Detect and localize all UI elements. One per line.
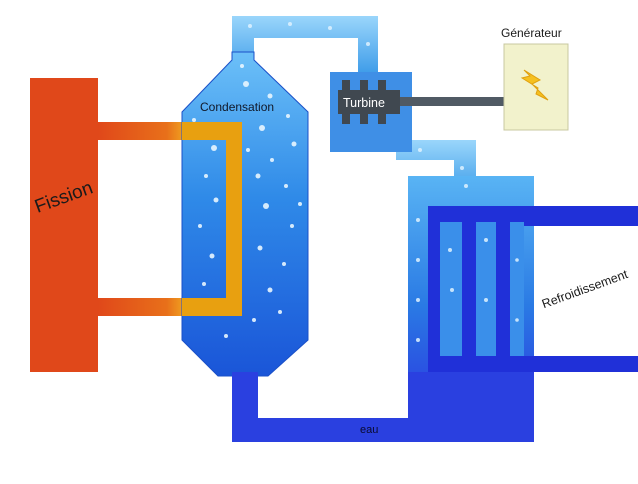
condensation-label: Condensation [200,100,275,114]
steam-bubbles [192,64,302,338]
fission-pipe-bottom [98,298,184,316]
turbine-label: Turbine [343,96,385,110]
turbine-blade [360,80,368,92]
water-label: eau [360,424,379,436]
cooling-slot [476,222,496,356]
generator-label: Générateur [501,26,562,40]
fission-pipe-top [98,122,184,140]
pipe-bubbles [248,22,519,342]
turbine-blade [378,112,386,124]
cooling-slot [510,222,524,356]
water-return-pipe [232,372,534,442]
turbine-body [338,90,400,114]
lightning-bolt-icon [520,69,549,101]
turbine-blade [360,112,368,124]
turbine-shaft [400,97,504,106]
turbine-blade [342,112,350,124]
turbine-blade [378,80,386,92]
steam-pipe-top [232,16,378,76]
hot-loop-coil [182,122,242,316]
turbine-blade [342,80,350,92]
